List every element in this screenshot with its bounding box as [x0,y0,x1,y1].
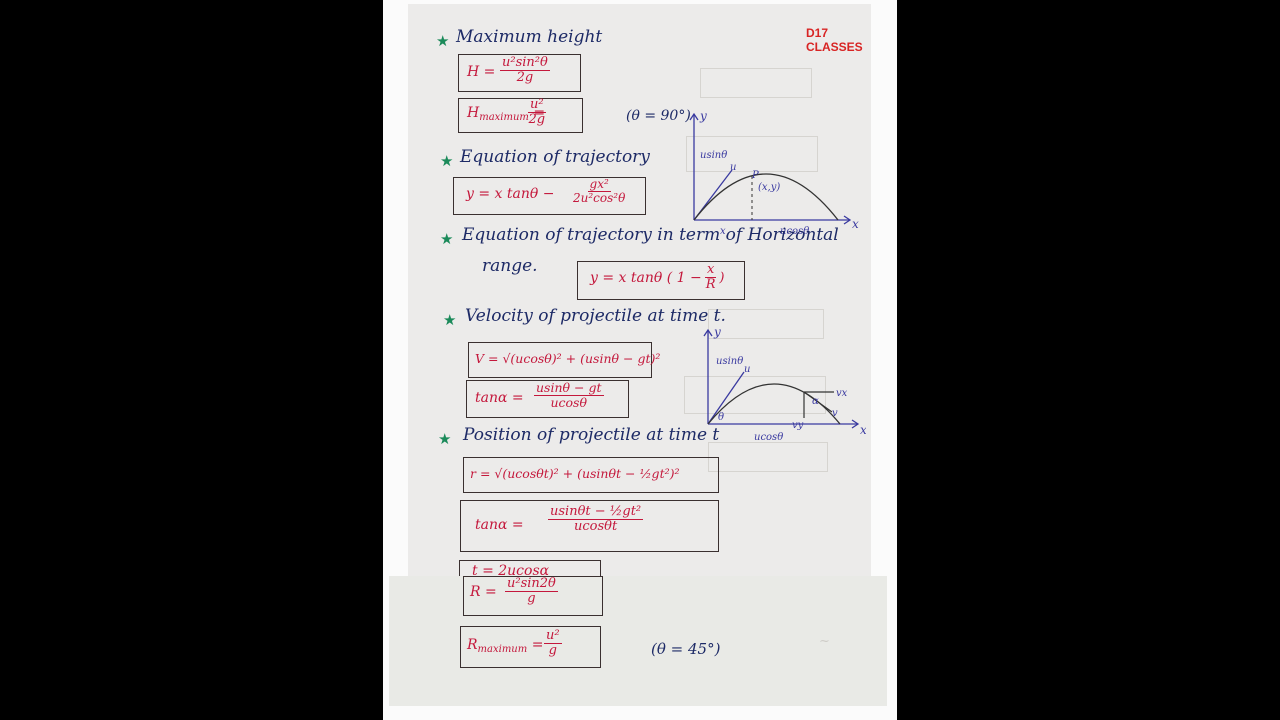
label-v: v [832,408,838,419]
formula-lhs: y = x tanθ ( 1 − [590,270,702,286]
formula-velocity: V = √(ucosθ)² + (usinθ − gt)² [475,351,661,366]
bullet-star-icon: ★ [443,311,457,329]
label-usin: usinθ [716,356,743,367]
formula-box-position: r = √(ucosθt)² + (usinθt − ½gt²)² [463,457,719,493]
formula-lhs: y = x tanθ − [466,186,555,202]
trajectory-curve [693,173,839,221]
heading-trajectory: Equation of trajectory [460,147,650,167]
heading-trajectory-range: Equation of trajectory in term of Horizo… [462,225,839,245]
label-point: (x,y) [758,182,780,193]
bleed-box [708,442,828,472]
trajectory-curve [707,383,841,425]
heading-position: Position of projectile at time t [463,425,720,445]
bleed-box [684,376,826,414]
x-arrow-icon [851,419,860,429]
velocity-diagram: usinθ u y θ ucosθ vx vy v α x [703,325,866,442]
label-y: y [699,109,707,123]
label-x-mark: x [720,226,726,237]
label-x: x [860,423,866,437]
formula-box-time-partial: t = 2ucosα [459,560,601,585]
v-vector [803,391,833,413]
formula-time-partial: t = 2ucosα [472,563,550,579]
notes-frame: D17 CLASSES ★ Maximum height H = u²sin²θ… [383,0,897,720]
x-arrow-icon [843,215,852,225]
notebook-page: D17 CLASSES ★ Maximum height H = u²sin²θ… [408,4,871,585]
note-theta-45: (θ = 45°) [651,640,721,658]
y-arrow-icon [689,112,699,121]
label-usin: usinθ [700,150,727,161]
label-u: u [730,162,736,173]
note-theta-90: (θ = 90°) [626,108,691,124]
label-theta: θ [718,412,724,423]
bleed-text: ~ [819,634,830,649]
label-vx: vx [836,388,848,399]
bleed-box [686,136,818,172]
formula-lhs: H = [467,64,496,80]
label-y: y [713,325,721,339]
bullet-star-icon: ★ [438,430,452,448]
velocity-vector [707,371,745,425]
label-alpha: α [812,396,819,407]
label-vy: vy [792,420,804,431]
heading-trajectory-range-2: range. [482,256,538,276]
bleed-box [708,309,824,339]
formula-lhs: R = [470,584,497,600]
bullet-star-icon: ★ [440,230,454,248]
trajectory-diagram: usinθ u y P (x,y) x ucosθ x [689,109,859,237]
formula-lhs: Rmaximum = [467,637,544,655]
bleed-box [700,68,812,98]
heading-max-height: Maximum height [456,27,603,47]
label-x: x [852,217,859,231]
formula-lhs: tanα = [475,517,524,533]
label-p: P [751,170,759,181]
heading-velocity: Velocity of projectile at time t. [465,306,726,326]
label-ucos: ucosθ [754,432,783,442]
brand-label: D17 CLASSES [806,26,863,54]
y-arrow-icon [703,328,713,337]
label-ucos: ucosθ [780,226,809,237]
formula-position: r = √(ucosθt)² + (usinθt − ½gt²)² [470,466,680,481]
formula-lhs: tanα = [475,390,524,406]
formula-box-velocity: V = √(ucosθ)² + (usinθ − gt)² [468,342,660,378]
label-u: u [744,364,750,375]
bullet-star-icon: ★ [440,152,454,170]
bullet-star-icon: ★ [436,32,450,50]
